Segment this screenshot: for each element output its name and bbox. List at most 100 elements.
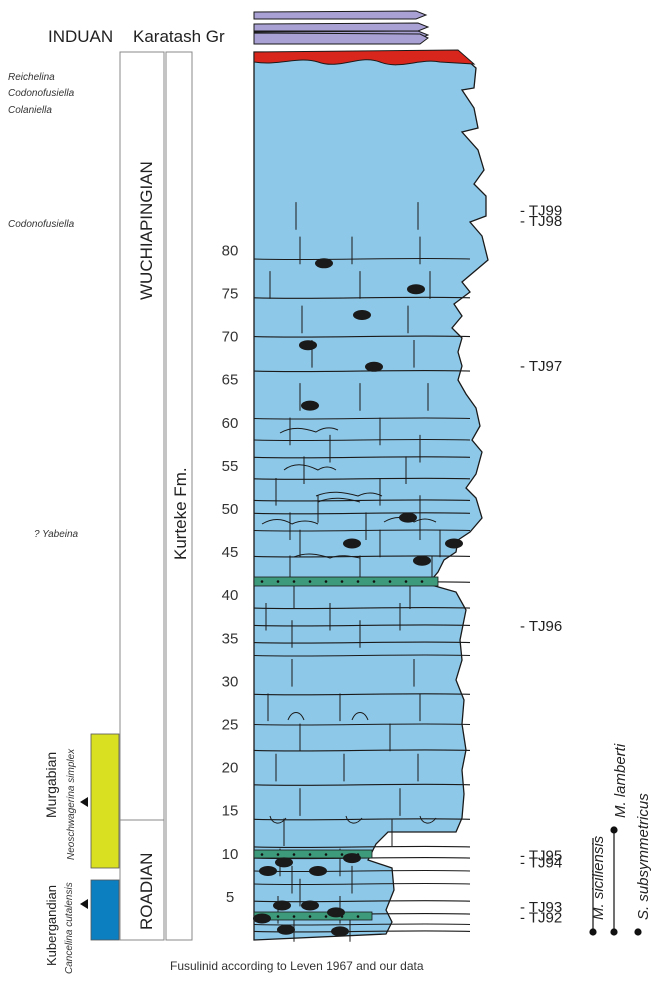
chert-nodule [275, 857, 293, 868]
conodont-sicilensis-label: M. siciliensis [590, 835, 607, 920]
group-karatash-label: Karatash Gr [133, 27, 225, 46]
bedding-line [253, 335, 471, 338]
wavy-mark [279, 427, 339, 434]
green-bed-dot [308, 915, 312, 918]
wavy-mark [317, 497, 361, 503]
chert-nodules [253, 258, 463, 937]
sample-label: - TJ92 [520, 910, 562, 927]
murgabian-label: Murgabian [43, 752, 59, 818]
murgabian-bar [90, 733, 120, 869]
bedding-line [253, 641, 471, 644]
chert-nodule [327, 907, 345, 918]
bedding-line [253, 296, 471, 299]
sample-label: - TJ98 [520, 213, 562, 230]
wavy-mark [383, 517, 437, 523]
scale-tick-label: 5 [226, 889, 234, 906]
scale-tick-label: 15 [222, 803, 239, 820]
green-bed-dot [324, 915, 328, 918]
scale-tick-label: 10 [222, 846, 239, 863]
green-bed-dot [324, 853, 328, 856]
chert-nodule [353, 310, 371, 320]
scale-tick-label: 30 [222, 673, 239, 690]
green-bed-dot [372, 580, 376, 583]
induan-bed [253, 22, 430, 32]
zone-reichelina-label: Reichelina [8, 72, 55, 83]
bedding-line [253, 783, 471, 786]
green-bed-dot [404, 580, 408, 583]
chert-nodule [343, 538, 361, 549]
stage-induan-label: INDUAN [48, 27, 113, 46]
chert-nodule [277, 924, 295, 935]
chert-nodule [253, 913, 271, 924]
limestone-column [253, 51, 489, 941]
chert-nodule [331, 926, 349, 937]
kubergandian-arrow-icon [80, 899, 88, 909]
bedding-line [253, 529, 471, 532]
bedding-line [253, 654, 471, 657]
kubergandian-bar [90, 879, 120, 941]
green-bed-2 [253, 911, 373, 921]
chert-nodule [343, 853, 361, 864]
conodont-ranges [589, 826, 642, 936]
scale-tick-label: 75 [222, 286, 239, 303]
murgabian-arrow-icon [80, 797, 88, 807]
bedding-line [253, 923, 471, 926]
burrow-mark [345, 815, 363, 824]
sample-label: - TJ96 [520, 618, 562, 635]
chert-nodule [399, 512, 417, 523]
chert-nodule [365, 361, 383, 372]
green-bed-dot [388, 580, 392, 583]
scale-tick-label: 45 [222, 544, 239, 561]
wavy-mark [261, 519, 319, 525]
bedding-line [253, 606, 471, 610]
wavy-mark [283, 464, 337, 471]
kubergandian-label: Kubergandian [44, 885, 59, 966]
induan-bed [253, 32, 429, 45]
red-top-bed [253, 49, 476, 66]
bedding-line [253, 456, 471, 459]
chert-nodule [299, 340, 317, 351]
chert-nodule [445, 538, 463, 549]
green-bed-dot [340, 580, 344, 583]
chert-nodule [315, 258, 333, 269]
green-bed-dot [276, 580, 280, 583]
burrow-marks [269, 712, 437, 824]
bedding-line [253, 749, 471, 752]
burrow-mark [351, 712, 369, 721]
kubergandian-species-label: Cancelina cutalensis [64, 882, 75, 974]
bedding-line [253, 369, 471, 373]
induan-bed [253, 10, 428, 20]
scale-tick-label: 40 [222, 587, 239, 604]
conodont-subsymmetricus-label: S. subsymmetricus [635, 793, 652, 920]
bedding-line [253, 869, 471, 873]
chert-nodule [301, 900, 319, 911]
formation-label: Kurteke Fm. [171, 467, 190, 560]
scale-tick-label: 50 [222, 501, 239, 518]
sample-label: - TJ93 [520, 899, 562, 916]
zone-codonofusiella-mid-label: Codonofusiella [8, 219, 75, 230]
green-bed-8 [253, 849, 373, 859]
sample-label: - TJ95 [520, 848, 562, 865]
scale-tick-label: 35 [222, 630, 239, 647]
green-bed-dot [292, 580, 296, 583]
wavy-laminations [261, 427, 437, 559]
wavy-mark [315, 491, 383, 497]
bedding-line [253, 499, 471, 502]
scale-tick-label: 65 [222, 372, 239, 389]
green-bed-dot [324, 580, 328, 583]
sicilensis-dot-icon [589, 928, 597, 936]
lamberti-dot-bottom-icon [610, 928, 618, 936]
green-bed-dot [340, 853, 344, 856]
burrow-mark [287, 712, 305, 721]
bedding-line [253, 723, 471, 726]
bedding-line [253, 555, 471, 558]
green-bed-dot [260, 580, 264, 583]
formation-column-box [165, 51, 193, 941]
scale-tick-label: 60 [222, 415, 239, 432]
chert-nodule [273, 900, 291, 911]
green-bed-dot [308, 853, 312, 856]
brick-joints [265, 202, 441, 942]
zone-codonofusiella-top-label: Codonofusiella [8, 88, 75, 99]
zone-yabeina-label: ? Yabeina [34, 529, 79, 540]
bedding-line [253, 512, 471, 515]
